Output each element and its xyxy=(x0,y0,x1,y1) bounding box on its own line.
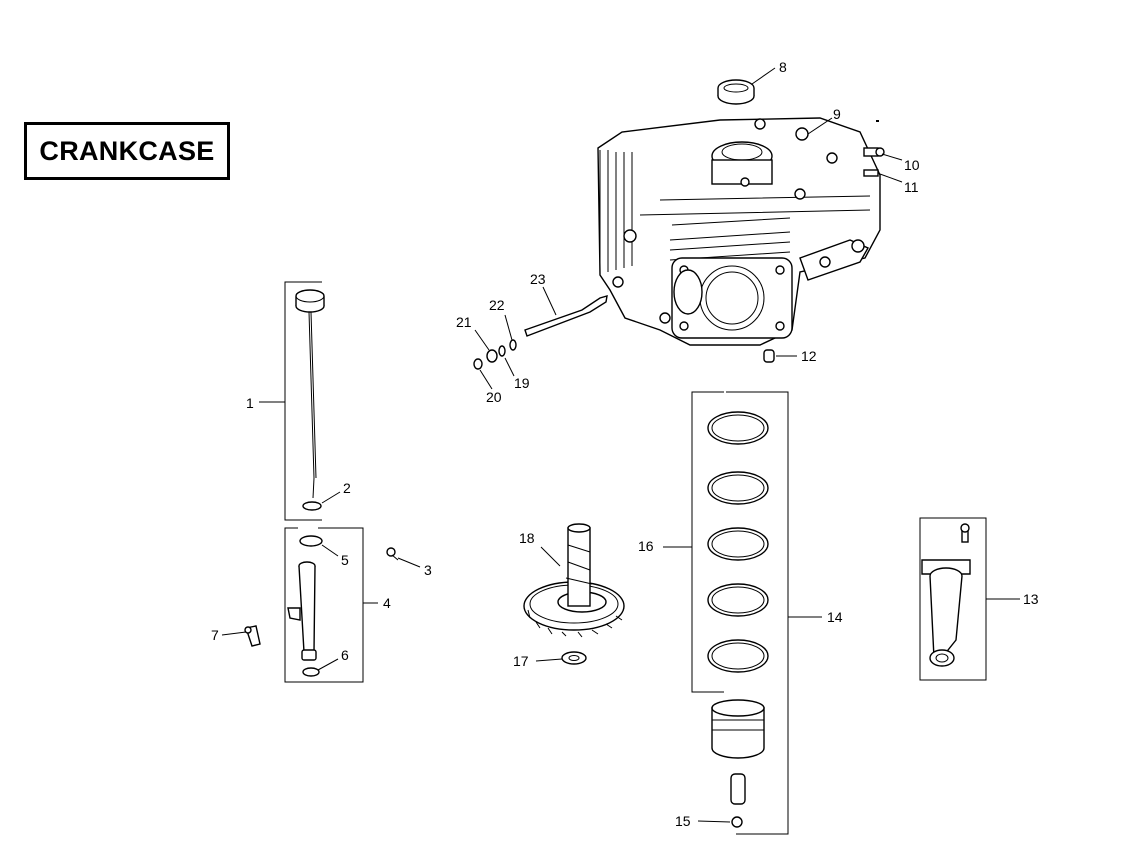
part-19-oring xyxy=(498,345,506,357)
part-6-oring xyxy=(302,667,320,677)
part-14-pin xyxy=(730,773,746,805)
callout-11: 11 xyxy=(904,179,919,195)
callout-3: 3 xyxy=(424,562,432,578)
callout-9: 9 xyxy=(833,106,841,122)
part-17-washer xyxy=(561,651,587,665)
callout-2: 2 xyxy=(343,480,351,496)
callout-labels: 1 2 3 4 5 6 7 8 9 10 11 12 13 14 15 16 1… xyxy=(211,59,1039,829)
bracket-14 xyxy=(726,391,789,835)
part-12-dowel xyxy=(763,349,775,363)
bracket-16 xyxy=(691,391,724,693)
crankcase-block xyxy=(597,117,881,346)
callout-16: 16 xyxy=(638,538,654,554)
part-3-screw xyxy=(386,547,399,561)
bracket-4 xyxy=(284,527,364,683)
callout-6: 6 xyxy=(341,647,349,663)
part-dot xyxy=(876,120,879,122)
callout-4: 4 xyxy=(383,595,391,611)
callout-5: 5 xyxy=(341,552,349,568)
part-8-oil-seal xyxy=(717,79,755,105)
callout-17: 17 xyxy=(513,653,529,669)
callout-1: 1 xyxy=(246,395,254,411)
part-21-washer xyxy=(486,349,498,363)
part-13-connecting-rod xyxy=(921,523,971,667)
callout-7: 7 xyxy=(211,627,219,643)
part-2-oring xyxy=(302,501,322,511)
callout-23: 23 xyxy=(530,271,546,287)
callout-12: 12 xyxy=(801,348,817,364)
callout-20: 20 xyxy=(486,389,502,405)
callout-21: 21 xyxy=(456,314,472,330)
part-20-nut xyxy=(473,358,483,370)
callout-22: 22 xyxy=(489,297,505,313)
part-22-oring xyxy=(509,339,517,351)
callout-18: 18 xyxy=(519,530,535,546)
callout-14: 14 xyxy=(827,609,843,625)
callout-19: 19 xyxy=(514,375,530,391)
title-box: CRANKCASE xyxy=(24,122,230,180)
part-15-clip xyxy=(731,816,743,828)
part-11-clip xyxy=(863,169,879,177)
callout-10: 10 xyxy=(904,157,920,173)
part-1-dipstick xyxy=(295,289,325,499)
part-7-bracket xyxy=(244,625,261,647)
part-5-oring xyxy=(299,535,323,547)
part-18-camshaft xyxy=(523,523,625,638)
leader-lines xyxy=(221,67,1020,823)
diagram-title: CRANKCASE xyxy=(39,135,215,166)
part-16-rings xyxy=(707,411,769,673)
part-4-tube xyxy=(287,561,317,661)
callout-15: 15 xyxy=(675,813,691,829)
bracket-1 xyxy=(284,281,322,521)
part-10-clip xyxy=(863,147,885,157)
callout-13: 13 xyxy=(1023,591,1039,607)
part-14-piston xyxy=(711,699,765,759)
part-23-tube xyxy=(524,295,608,337)
callout-8: 8 xyxy=(779,59,787,75)
bracket-13 xyxy=(919,517,987,681)
